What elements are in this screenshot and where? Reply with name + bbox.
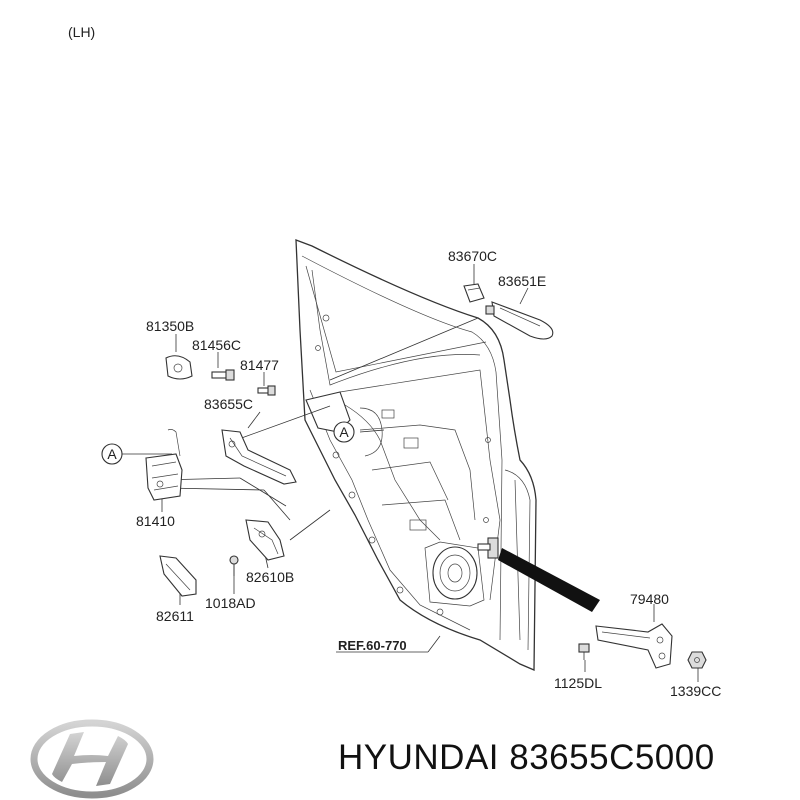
part-labels: 83670C 83651E 81350B 81456C 81477 83655C… — [136, 248, 721, 699]
label-83651E: 83651E — [498, 273, 546, 289]
part-83651E-outside-handle — [485, 301, 554, 340]
svg-text:A: A — [107, 446, 117, 462]
label-81456C: 81456C — [192, 337, 241, 353]
label-83655C: 83655C — [204, 396, 253, 412]
label-81477: 81477 — [240, 357, 279, 373]
leader-lines — [122, 264, 699, 682]
rear-door-inner-panel — [295, 239, 537, 671]
label-81350B: 81350B — [146, 318, 194, 334]
part-83655C-inside-handle — [221, 429, 297, 485]
part-81350B-striker — [165, 355, 193, 380]
part-79480-check-strap — [595, 623, 673, 669]
part-1018AD-screw — [229, 555, 239, 576]
reference-label: REF.60-770 — [338, 638, 407, 653]
label-82610B: 82610B — [246, 569, 294, 585]
check-strap-leader — [498, 548, 600, 612]
part-82611-cover — [159, 555, 197, 597]
brand-part-number: HYUNDAI 83655C5000 — [338, 738, 715, 777]
svg-text:A: A — [339, 424, 349, 440]
part-1339CC-nut — [687, 651, 707, 669]
part-81477-bolt — [257, 385, 276, 396]
part-81410-door-latch — [145, 428, 183, 501]
part-82610B-bracket — [245, 519, 285, 561]
label-81410: 81410 — [136, 513, 175, 529]
label-1125DL: 1125DL — [554, 675, 602, 691]
part-83670C-bracket — [463, 283, 485, 303]
part-81456C-bolt — [211, 369, 235, 381]
detail-marker-left: A — [101, 443, 123, 465]
label-1339CC: 1339CC — [670, 683, 721, 699]
label-83670C: 83670C — [448, 248, 497, 264]
side-label: (LH) — [68, 24, 96, 40]
detail-marker-right: A — [333, 421, 355, 443]
label-1018AD: 1018AD — [205, 595, 256, 611]
label-82611: 82611 — [156, 608, 194, 624]
hyundai-logo-icon — [30, 719, 154, 799]
label-79480: 79480 — [630, 591, 669, 607]
part-1125DL-bolt — [578, 643, 590, 660]
